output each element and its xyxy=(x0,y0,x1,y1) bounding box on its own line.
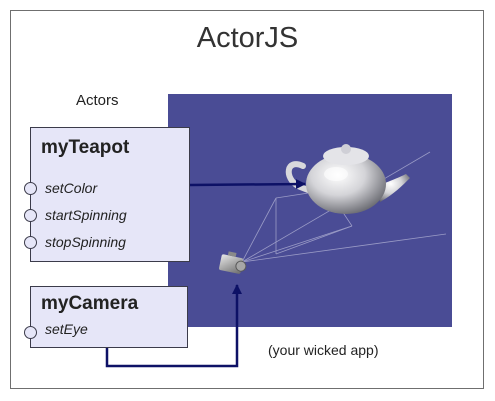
method-port[interactable] xyxy=(24,182,37,195)
actor-mycamera[interactable]: myCamera setEye xyxy=(24,286,188,348)
method-stopspinning[interactable]: stopSpinning xyxy=(45,234,126,250)
method-startspinning[interactable]: startSpinning xyxy=(45,207,127,223)
teapot-icon xyxy=(285,144,410,214)
method-port[interactable] xyxy=(24,236,37,249)
method-port[interactable] xyxy=(24,326,37,339)
app-caption: (your wicked app) xyxy=(268,342,379,358)
method-port[interactable] xyxy=(24,209,37,222)
diagram-title: ActorJS xyxy=(196,22,299,54)
scene-graphics xyxy=(219,144,447,274)
method-seteye[interactable]: setEye xyxy=(45,321,88,337)
camera-connection-arrow xyxy=(105,284,242,368)
app-viewport xyxy=(168,94,452,327)
actors-heading: Actors xyxy=(76,92,119,109)
actor-name: myCamera xyxy=(41,293,139,314)
actor-name: myTeapot xyxy=(41,137,130,158)
camera-icon xyxy=(219,251,247,274)
actor-myteapot[interactable]: myTeapot setColor startSpinning stopSpin… xyxy=(24,127,190,262)
teapot-connection-arrow xyxy=(189,179,306,190)
method-setcolor[interactable]: setColor xyxy=(45,180,98,196)
